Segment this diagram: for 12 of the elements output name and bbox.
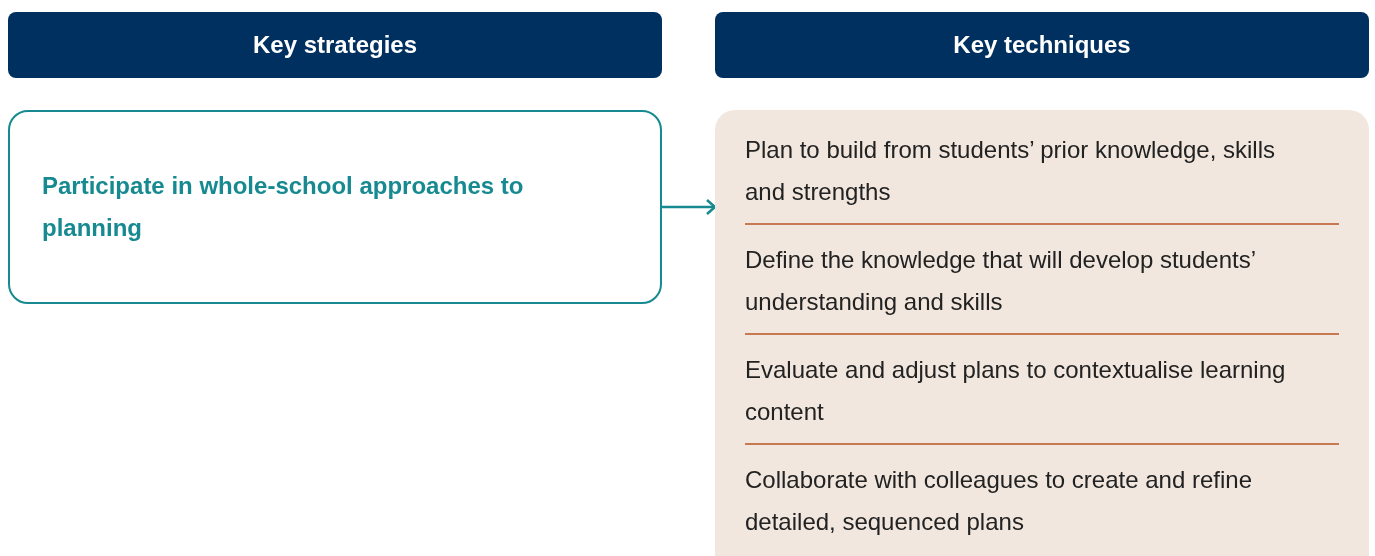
technique-text: Evaluate and adjust plans to contextualise learning content bbox=[745, 355, 1287, 427]
technique-text: Collaborate with colleagues to create and refine detailed, sequenced plans bbox=[745, 465, 1253, 537]
header-bar bbox=[8, 12, 662, 78]
techniques-panel bbox=[715, 110, 1369, 556]
strategy-text: Participate in whole-school approaches to planning bbox=[42, 171, 525, 243]
technique-text: Plan to build from students’ prior knowledge, skills and strengths bbox=[745, 135, 1277, 207]
technique-text: Define the knowledge that will develop students’ understanding and skills bbox=[745, 245, 1257, 317]
arrow bbox=[662, 198, 717, 216]
strategy-box bbox=[8, 110, 662, 304]
header-title: Key strategies bbox=[252, 30, 418, 60]
header-bar bbox=[715, 12, 1369, 78]
header-title: Key techniques bbox=[953, 30, 1131, 60]
